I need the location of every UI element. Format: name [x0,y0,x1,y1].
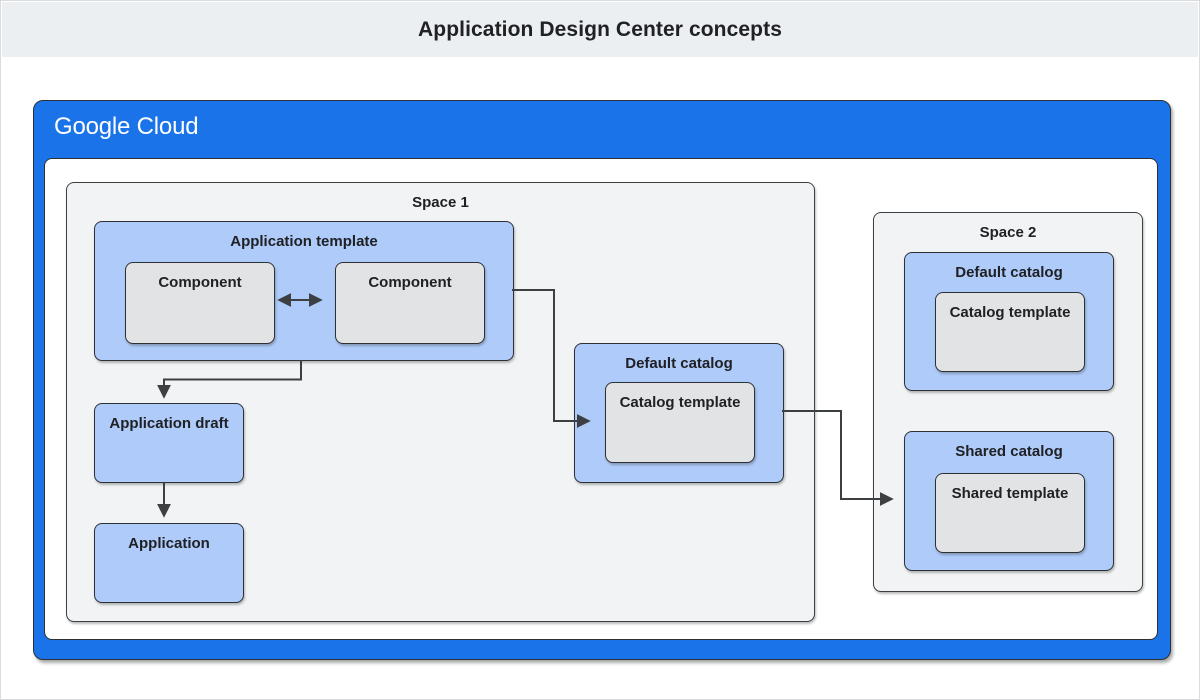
application-box: Application [94,523,244,603]
space-2-label: Space 2 [979,224,1037,241]
google-cloud-logo: Google Cloud [54,113,199,141]
application-label: Application [128,535,210,552]
page-header: Application Design Center concepts [2,2,1198,57]
space1-default-catalog-label: Default catalog [625,355,733,372]
shared-template-label: Shared template [951,485,1069,502]
component-right-box: Component [335,262,485,344]
project-container: Space 1 Application template Component C… [44,158,1158,640]
component-right-label: Component [368,274,452,291]
cloud-wordmark: Cloud [136,113,199,140]
space2-catalog-template-label: Catalog template [949,304,1071,321]
google-wordmark: Google [54,113,131,140]
space2-default-catalog-label: Default catalog [955,264,1063,281]
space2-catalog-template-box: Catalog template [935,292,1085,372]
space-1-label: Space 1 [412,194,469,211]
component-left-box: Component [125,262,275,344]
shared-template-box: Shared template [935,473,1085,553]
space2-default-catalog-box: Default catalog Catalog template [904,252,1114,391]
application-template-label: Application template [230,233,378,250]
application-draft-box: Application draft [94,403,244,483]
space1-catalog-template-label: Catalog template [619,394,741,411]
google-cloud-container: Google Cloud Space 1 Application templat… [33,100,1171,660]
space1-default-catalog-box: Default catalog Catalog template [574,343,784,483]
application-draft-label: Application draft [109,415,229,432]
shared-catalog-box: Shared catalog Shared template [904,431,1114,571]
application-template-box: Application template Component Component [94,221,514,361]
shared-catalog-label: Shared catalog [955,443,1063,460]
page-title: Application Design Center concepts [418,17,782,41]
space-1-box: Space 1 Application template Component C… [66,182,815,622]
component-left-label: Component [158,274,242,291]
space1-catalog-template-box: Catalog template [605,382,755,463]
space-2-box: Space 2 Default catalog Catalog template… [873,212,1143,592]
